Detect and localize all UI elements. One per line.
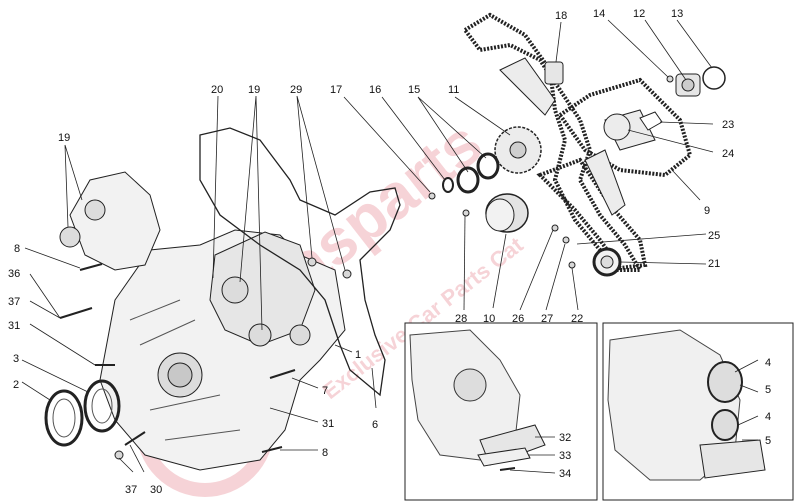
callout-33: 33 — [559, 450, 571, 462]
callout-34: 34 — [559, 468, 571, 480]
bolts — [59, 75, 674, 460]
pulley-24 — [603, 113, 631, 141]
callout-31b: 31 — [322, 418, 334, 430]
seal-ring-2 — [44, 389, 84, 447]
callout-1: 1 — [355, 349, 361, 361]
pump-housing — [59, 171, 161, 271]
cap-12 — [675, 73, 701, 97]
callout-11: 11 — [448, 84, 459, 96]
callout-16: 16 — [369, 84, 381, 96]
callout-26: 26 — [512, 313, 524, 325]
sprocket-21 — [592, 247, 622, 277]
callout-15: 15 — [408, 84, 420, 96]
cover-gasket — [199, 127, 401, 397]
callout-37b: 37 — [125, 484, 137, 496]
callout-21: 21 — [708, 258, 720, 270]
callout-14: 14 — [593, 8, 605, 20]
callout-36: 36 — [8, 268, 20, 280]
callout-12: 12 — [633, 8, 645, 20]
callout-25: 25 — [708, 230, 720, 242]
callout-28: 28 — [455, 313, 467, 325]
callout-labels: 1 2 3 4 4 5 5 6 7 8 8 9 10 11 12 13 14 1… — [8, 8, 771, 496]
callout-30: 30 — [150, 484, 162, 496]
sprocket-11 — [494, 126, 542, 174]
callout-13: 13 — [671, 8, 683, 20]
callout-22: 22 — [571, 313, 583, 325]
callout-18: 18 — [555, 10, 567, 22]
callout-4b: 4 — [765, 411, 771, 423]
callout-6: 6 — [372, 419, 378, 431]
callout-37a: 37 — [8, 296, 20, 308]
callout-32: 32 — [559, 432, 571, 444]
callout-4a: 4 — [765, 357, 771, 369]
callout-9: 9 — [704, 205, 710, 217]
ring-16 — [442, 177, 454, 193]
callout-19a: 19 — [58, 132, 70, 144]
callout-3: 3 — [13, 353, 19, 365]
crankcase-cover — [99, 229, 346, 471]
callout-27: 27 — [541, 313, 553, 325]
bearing-15 — [456, 152, 500, 194]
callout-20: 20 — [211, 84, 223, 96]
callout-7: 7 — [322, 385, 328, 397]
callout-17: 17 — [330, 84, 342, 96]
leader-lines — [21, 19, 759, 474]
tensioner-18 — [544, 61, 564, 85]
callout-19b: 19 — [248, 84, 260, 96]
callout-23: 23 — [722, 119, 734, 131]
callout-8a: 8 — [14, 243, 20, 255]
callout-29: 29 — [290, 84, 302, 96]
o-ring-13 — [702, 66, 726, 90]
seal-ring-3 — [83, 379, 121, 433]
callout-31a: 31 — [8, 320, 20, 332]
callout-10: 10 — [483, 313, 495, 325]
inset-detail-left — [404, 322, 598, 501]
callout-24: 24 — [722, 148, 734, 160]
callout-5a: 5 — [765, 384, 771, 396]
callout-8b: 8 — [322, 447, 328, 459]
callout-2: 2 — [13, 379, 19, 391]
callout-5b: 5 — [765, 435, 771, 447]
drive-gear-10 — [485, 193, 529, 233]
